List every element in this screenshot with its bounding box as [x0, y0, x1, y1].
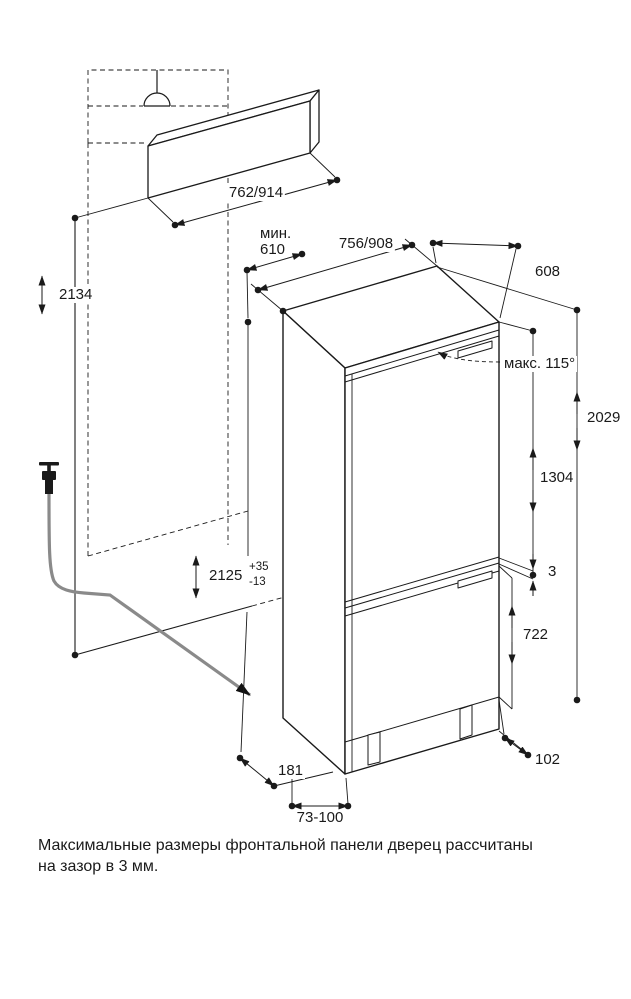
- appliance-foot: [367, 731, 381, 766]
- dim-front-offset: [239, 611, 334, 787]
- dim-door-gap-label: 3: [546, 563, 559, 580]
- dim-min-depth-caption: мин.: [258, 225, 294, 242]
- dim-depth-label: 608: [533, 263, 563, 280]
- lower-door-handle: [457, 570, 493, 589]
- dim-niche-height-tol-minus: -13: [249, 576, 266, 590]
- fridge-side-face: [282, 310, 346, 775]
- dimension-lines: [38, 152, 581, 810]
- dim-panel-width: [147, 152, 338, 226]
- reference-dots: [71, 176, 581, 810]
- appliance-foot: [459, 704, 473, 740]
- dim-appliance-height: [436, 266, 581, 700]
- dim-front-offset-label: 181: [276, 762, 306, 779]
- dim-lower-door-label: 722: [521, 626, 551, 643]
- wall-outlet-area: [87, 69, 229, 144]
- dim-door-gap: [498, 554, 537, 596]
- dim-depth: [432, 239, 519, 319]
- power-outlet-icon: [143, 70, 171, 107]
- dim-upper-door-label: 1304: [538, 469, 576, 486]
- water-tap-icon: [39, 462, 59, 494]
- dim-total-height-label: 2134: [57, 286, 95, 303]
- dim-plinth-depth: [498, 699, 529, 756]
- dim-niche-height-label: 2125: [207, 567, 245, 584]
- door-swing-leader: [437, 351, 501, 363]
- front-panel: [147, 89, 320, 199]
- dim-plinth-depth-label: 102: [533, 751, 563, 768]
- dim-adjust-range: [291, 776, 349, 810]
- door-gap-line: [344, 556, 500, 603]
- dim-niche-height-tol-plus: +35: [249, 561, 269, 575]
- niche-floor-edge: [74, 605, 253, 656]
- fridge-front-face: [344, 321, 500, 775]
- upper-door-handle: [457, 340, 493, 359]
- door-angle-label: макс. 115°: [502, 355, 578, 372]
- dim-niche-width-label: 756/908: [336, 235, 396, 252]
- dim-appliance-height-label: 2029: [585, 409, 623, 426]
- caption-line-2: на зазор в 3 мм.: [38, 857, 159, 878]
- dim-lower-door: [498, 565, 516, 710]
- caption-line-1: Максимальные размеры фронтальной панели …: [38, 836, 533, 857]
- drain-hose: [47, 493, 251, 697]
- refrigerator: [282, 265, 500, 775]
- wall-dashed-outline: [87, 69, 229, 143]
- dim-panel-width-label: 762/914: [226, 184, 286, 201]
- front-panel-side-face: [309, 89, 320, 154]
- dim-adjust-range-label: 73-100: [294, 809, 346, 826]
- upper-door-top-line: [344, 329, 500, 377]
- dim-min-depth-label: 610: [258, 241, 288, 258]
